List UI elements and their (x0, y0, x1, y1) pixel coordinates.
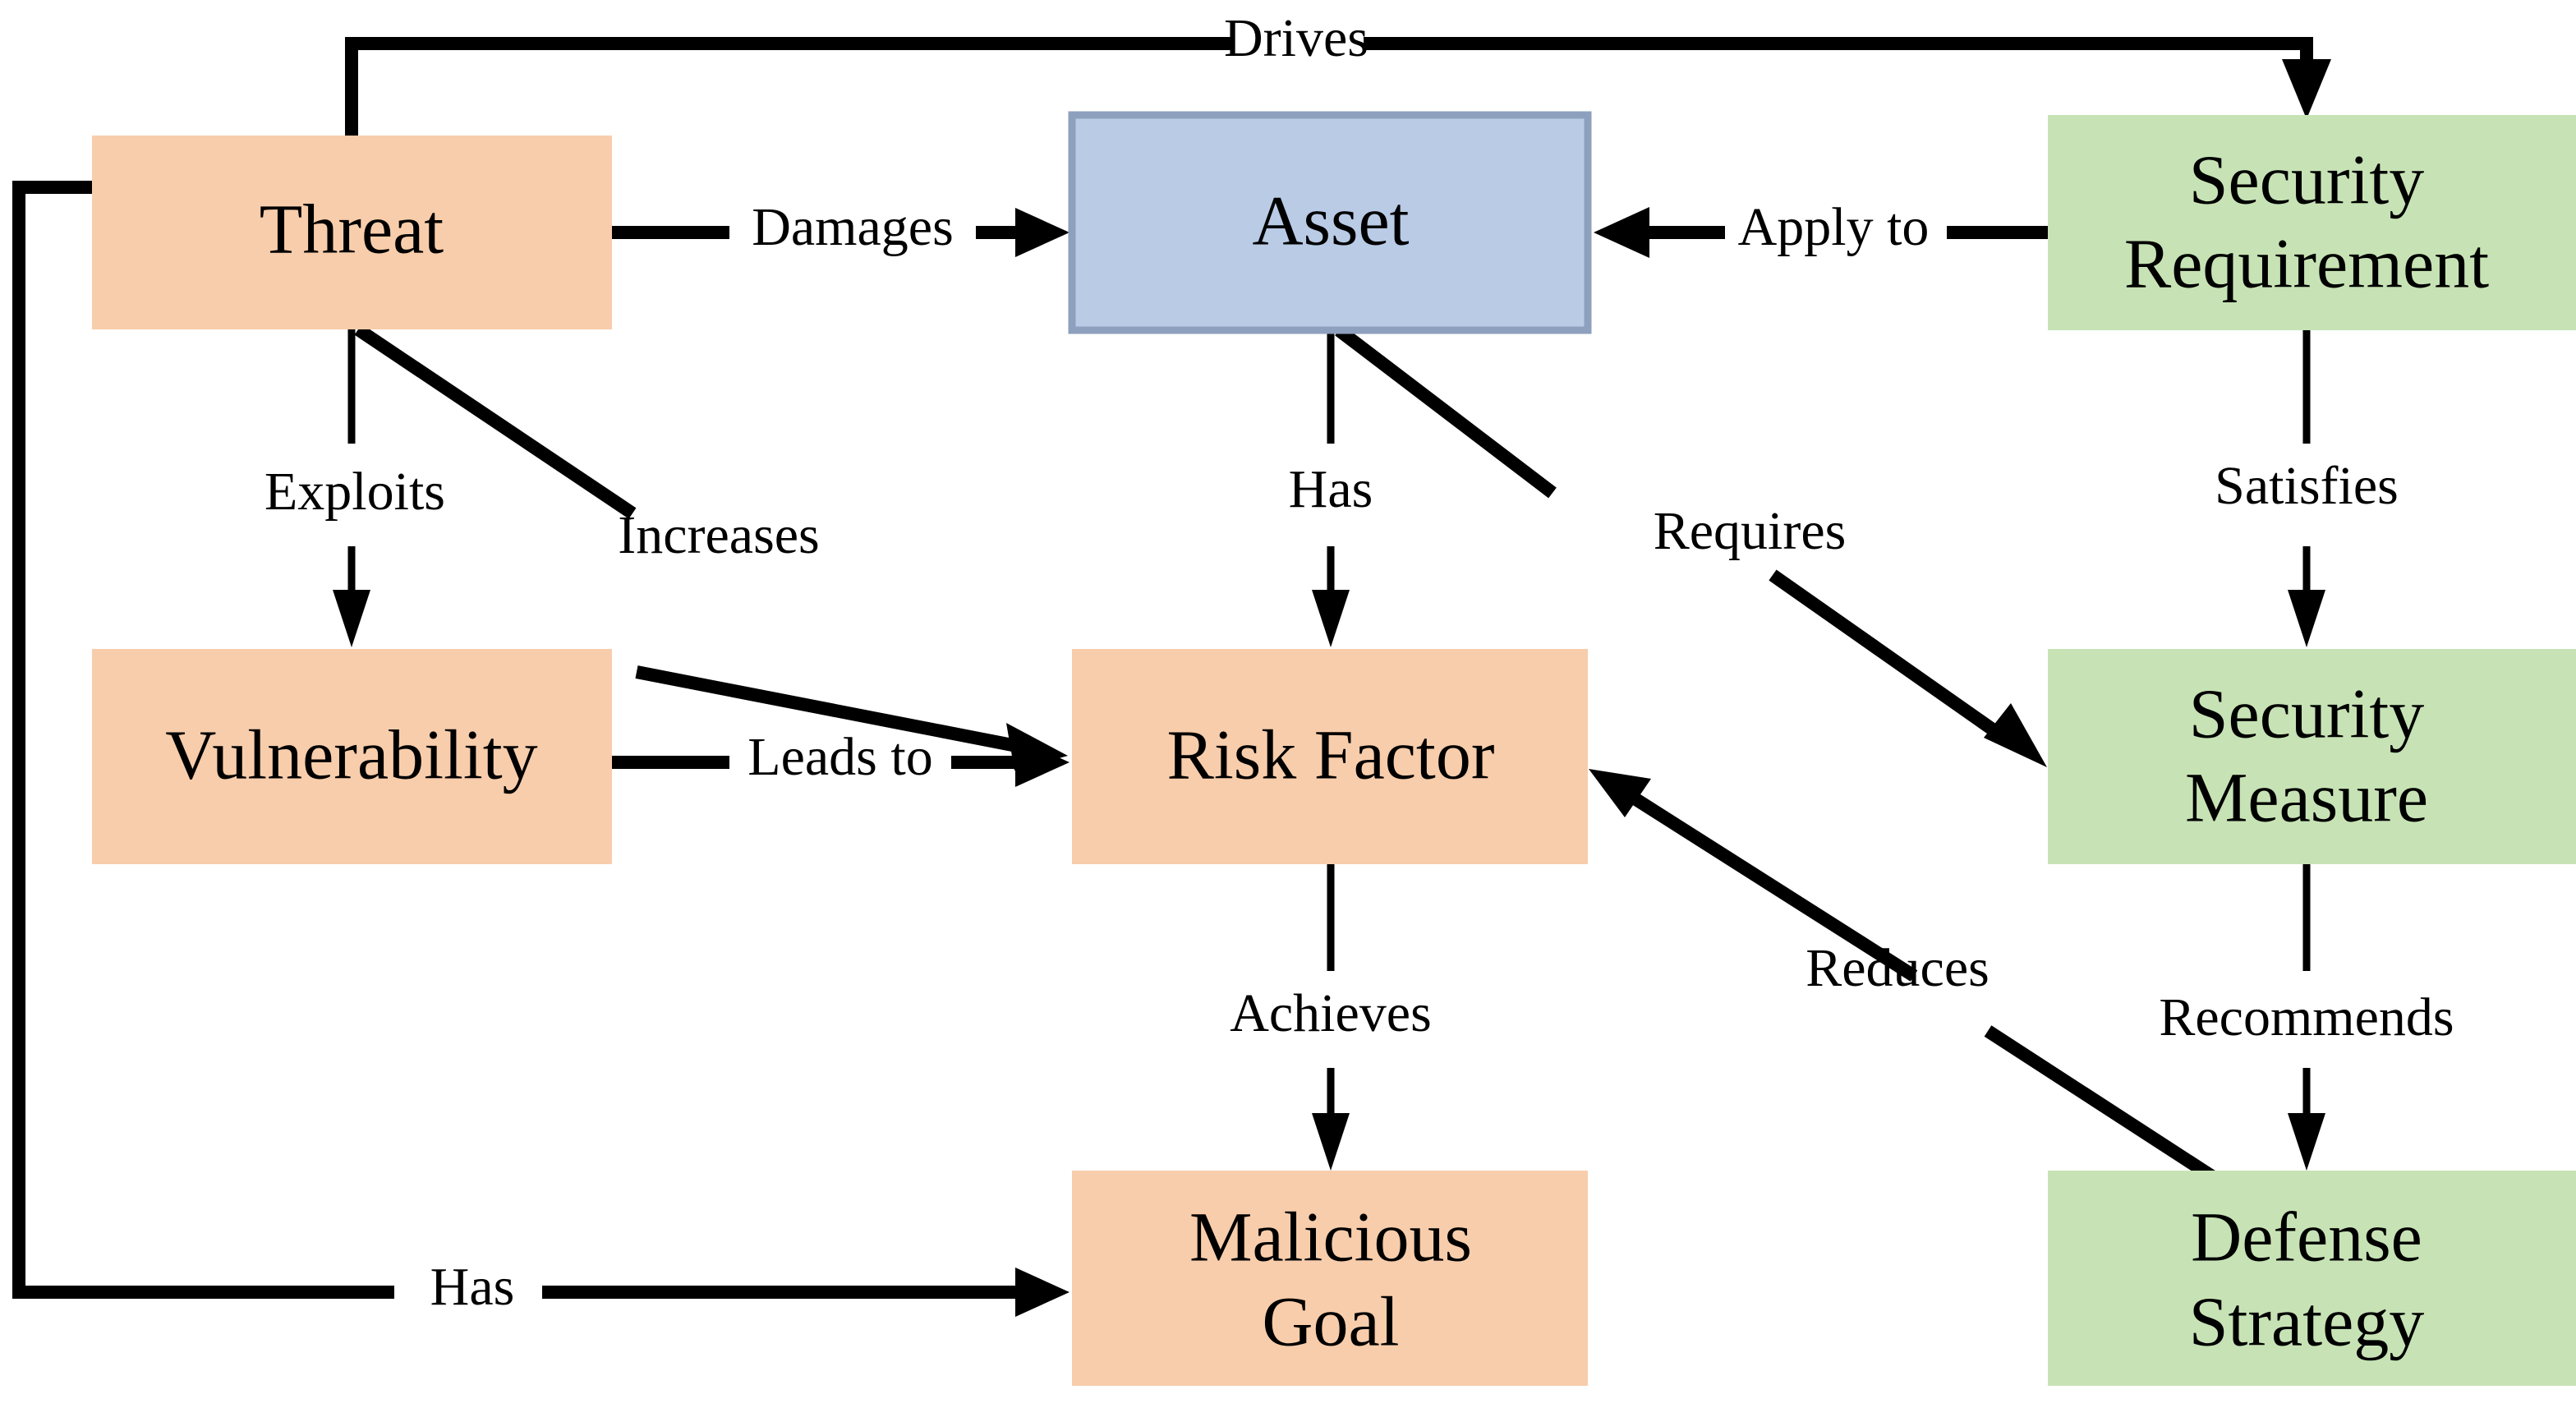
node-threat[interactable]: Threat (92, 136, 612, 329)
edge-label-apply-to: Apply to (1738, 197, 1930, 257)
node-malicious-goal-label-line2: Goal (1262, 1282, 1399, 1361)
node-asset[interactable]: Asset (1068, 111, 1592, 334)
edge-label-drives: Drives (1224, 8, 1368, 68)
node-security-measure-label-line2: Measure (2185, 758, 2428, 837)
edge-exploits-arrowhead (333, 590, 370, 647)
node-security-measure[interactable]: Security Measure (2048, 649, 2576, 864)
node-threat-rect[interactable] (92, 136, 612, 329)
node-threat-label: Threat (260, 190, 444, 269)
node-asset-label: Asset (1252, 182, 1409, 260)
node-security-requirement-label-line2: Requirement (2124, 224, 2489, 303)
edge-has-threat-line-a (12, 181, 394, 1299)
edge-apply-to (1594, 207, 2048, 258)
edge-requires-line-a (1335, 324, 1557, 499)
edge-label-increases: Increases (618, 505, 820, 565)
node-security-requirement[interactable]: Security Requirement (2048, 115, 2576, 330)
edge-damages (612, 208, 1070, 257)
node-defense-strategy-label-line1: Defense (2191, 1198, 2422, 1277)
edge-label-recommends: Recommends (2159, 987, 2454, 1047)
node-malicious-goal[interactable]: Malicious Goal (1072, 1171, 1588, 1386)
node-malicious-goal-label-line1: Malicious (1189, 1198, 1472, 1277)
node-risk-factor-rect[interactable] (1072, 649, 1588, 864)
edge-label-achieves: Achieves (1230, 983, 1432, 1043)
edge-drives-arrowhead (2282, 59, 2331, 119)
node-asset-rect[interactable] (1068, 111, 1592, 334)
node-security-requirement-label-line1: Security (2189, 140, 2425, 219)
edge-achieves-arrowhead (1312, 1113, 1350, 1171)
edge-leads-to-arrowhead (1015, 738, 1070, 787)
edge-has-asset (1312, 330, 1350, 647)
edge-satisfies-arrowhead (2288, 590, 2325, 647)
edge-leads-to (612, 738, 1070, 787)
edge-increases-line-a (354, 324, 637, 519)
node-vulnerability[interactable]: Vulnerability (92, 649, 612, 864)
edge-apply-to-arrowhead (1594, 207, 1649, 258)
node-risk-factor[interactable]: Risk Factor (1072, 649, 1588, 864)
edge-reduces-arrowhead (1589, 769, 1651, 817)
node-defense-strategy-rect[interactable] (2048, 1171, 2576, 1386)
edge-label-reduces: Reduces (1806, 938, 1990, 998)
edge-has-threat-arrowhead (1015, 1268, 1070, 1317)
edge-label-exploits: Exploits (264, 462, 445, 522)
node-security-measure-rect[interactable] (2048, 649, 2576, 864)
edge-requires-arrowhead (1984, 703, 2047, 767)
node-malicious-goal-rect[interactable] (1072, 1171, 1588, 1386)
edge-drives (345, 37, 2331, 136)
edge-exploits (333, 329, 370, 647)
edge-achieves (1312, 864, 1350, 1171)
edge-recommends (2288, 864, 2325, 1171)
edge-requires-line-b (1769, 569, 2008, 743)
edge-label-requires: Requires (1654, 501, 1847, 561)
edge-label-damages: Damages (752, 197, 954, 257)
edge-label-leads-to: Leads to (748, 727, 932, 787)
node-risk-factor-label: Risk Factor (1167, 716, 1495, 794)
edge-increases-line-2 (635, 665, 1027, 754)
edge-label-has-asset: Has (1289, 459, 1373, 519)
edge-damages-arrowhead (1015, 208, 1070, 257)
edge-recommends-arrowhead (2288, 1113, 2325, 1171)
edge-has-asset-arrowhead (1312, 590, 1350, 647)
node-security-measure-label-line1: Security (2189, 674, 2425, 753)
node-vulnerability-label: Vulnerability (165, 716, 537, 794)
node-security-requirement-rect[interactable] (2048, 115, 2576, 330)
edge-label-has-threat: Has (430, 1257, 515, 1317)
edge-reduces-line-a (1631, 793, 1918, 982)
node-vulnerability-rect[interactable] (92, 649, 612, 864)
node-defense-strategy-label-line2: Strategy (2189, 1282, 2425, 1361)
edge-requires (1335, 324, 2047, 767)
node-defense-strategy[interactable]: Defense Strategy (2048, 1171, 2576, 1386)
edge-drives-line-right (1364, 37, 2313, 92)
edge-has-threat (12, 181, 1070, 1317)
edge-label-satisfies: Satisfies (2215, 456, 2399, 516)
edge-satisfies (2288, 330, 2325, 647)
edge-drives-line-left (345, 37, 1230, 136)
